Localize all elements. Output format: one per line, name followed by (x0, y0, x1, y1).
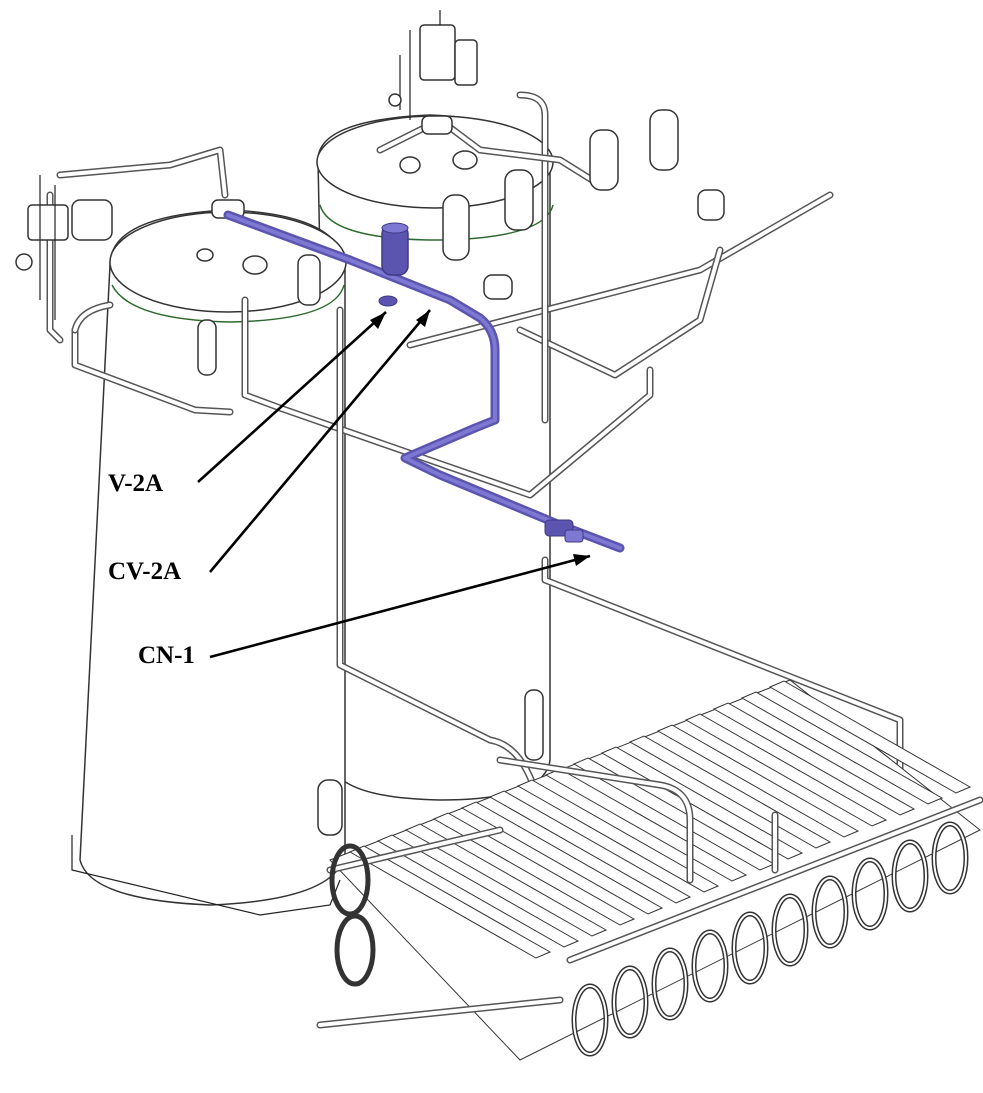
coil-u-bend (933, 823, 967, 893)
coil-u-bend (329, 843, 371, 917)
control-cluster-left (15, 175, 113, 320)
callout-label-cn-1: CN-1 (138, 642, 195, 669)
coil-u-bend (893, 841, 927, 911)
leader-cv-2a-arrow (416, 310, 430, 327)
coil-u-bend (773, 895, 807, 965)
coil-u-bend (733, 913, 767, 983)
coil-fin (432, 812, 636, 926)
leader-cv-2a (209, 309, 431, 573)
cn-1-connector (544, 519, 584, 543)
v-2a-marker (378, 295, 398, 307)
leader-v-2a-arrow (370, 312, 386, 329)
coil-fin (628, 735, 832, 849)
coil-fin (516, 779, 720, 893)
coil-u-bend (693, 931, 727, 1001)
coil-fin (712, 702, 916, 816)
leader-v-2a (197, 311, 387, 483)
callout-label-v-2a: V-2A (108, 470, 164, 497)
coil-fin (376, 834, 580, 948)
v-2a-valve-body (381, 222, 409, 276)
highlighted-line (223, 210, 625, 553)
tank-left (71, 209, 347, 916)
coil-fin (656, 724, 860, 838)
coil-fin (600, 746, 804, 860)
finned-coil (316, 679, 983, 1061)
pipe-network (46, 91, 904, 794)
coil-fin (460, 801, 664, 915)
coil-fin (488, 790, 692, 904)
coil-fin (684, 713, 888, 827)
coil-fin (404, 823, 608, 937)
coil-u-bend (813, 877, 847, 947)
callout-leaders (197, 309, 591, 659)
coil-u-bend (334, 913, 376, 987)
leader-cn-1-arrow (573, 554, 590, 566)
control-cluster-top (388, 10, 478, 120)
coil-u-bend (853, 859, 887, 929)
valves (197, 109, 725, 836)
coil-fin (768, 680, 972, 794)
callout-label-cv-2a: CV-2A (108, 558, 182, 585)
leader-cn-1 (209, 554, 591, 659)
coil-fin (740, 691, 944, 805)
coil-u-bend (613, 967, 647, 1037)
coil-u-bend (573, 985, 607, 1055)
coil-u-bend (653, 949, 687, 1019)
